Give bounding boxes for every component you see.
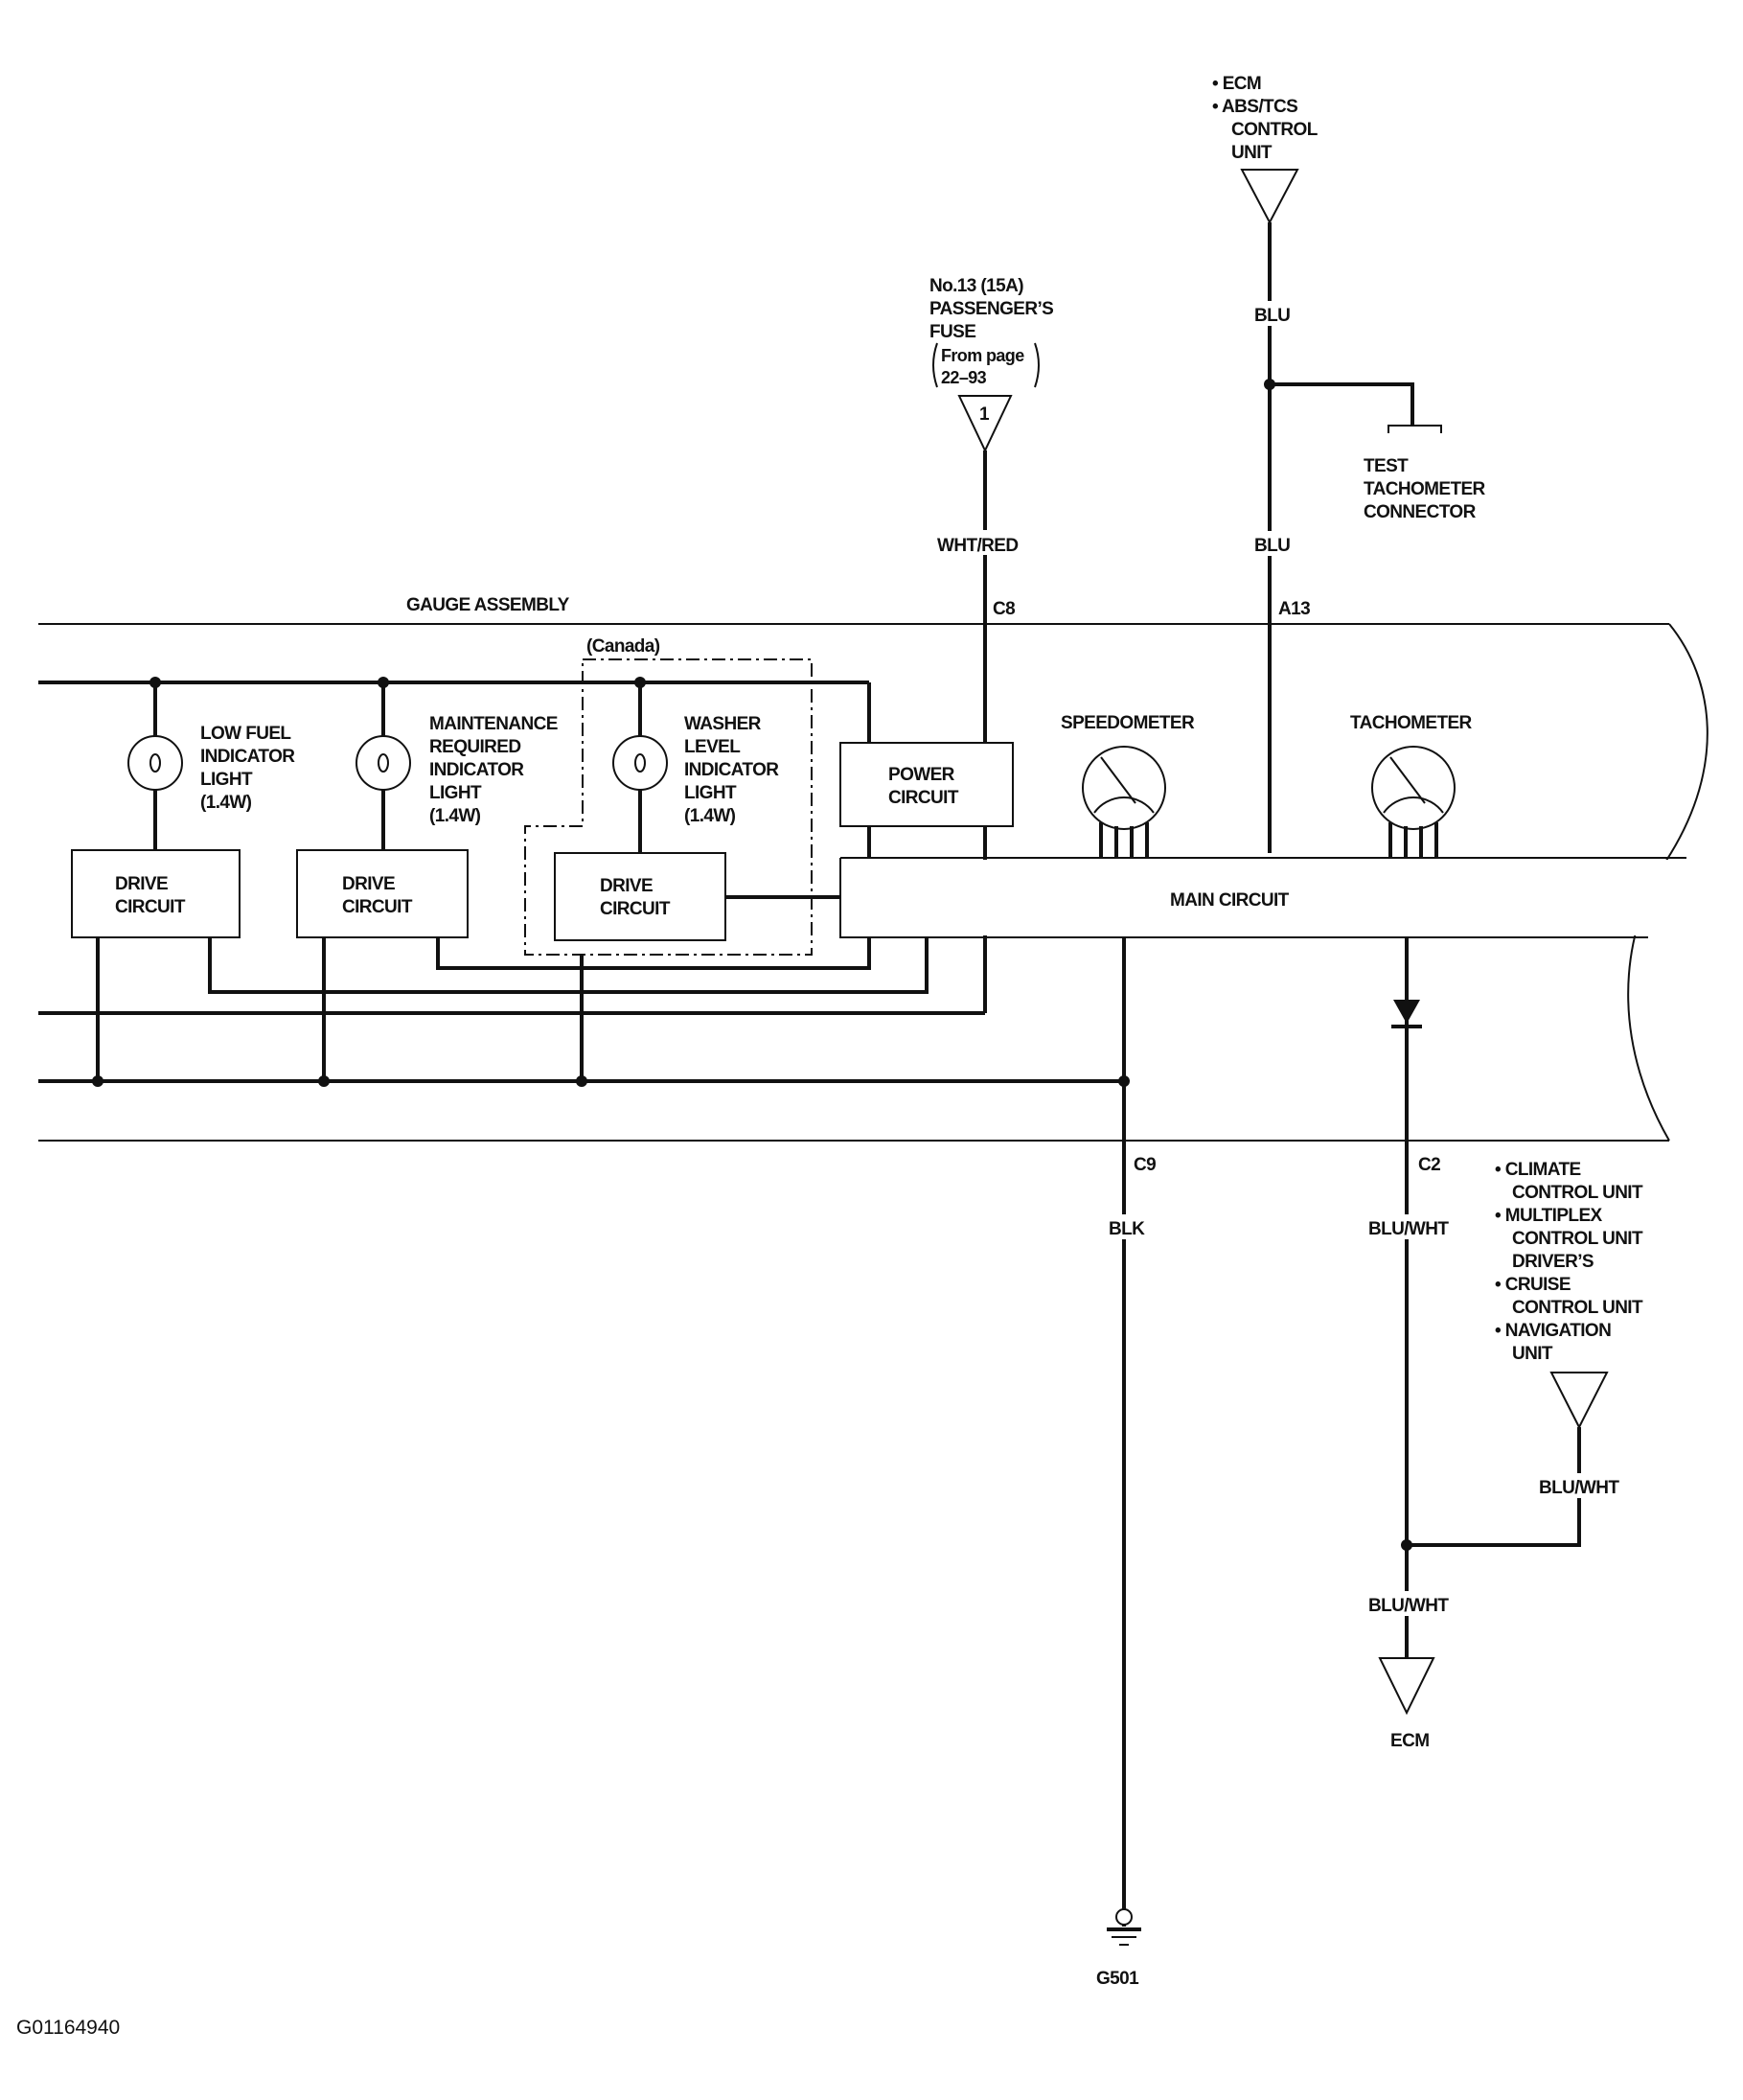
blu-wht-label-1: BLU/WHT	[1368, 1219, 1449, 1239]
low-fuel-label-4: (1.4W)	[200, 793, 252, 813]
blu-wht-label-2: BLU/WHT	[1539, 1478, 1619, 1498]
figure-id: G01164940	[16, 2017, 120, 2039]
washer-label-4: LIGHT	[684, 783, 737, 803]
drive-3-label-1: DRIVE	[600, 876, 653, 896]
fuse-line-2: PASSENGER’S	[929, 299, 1053, 319]
maintenance-light-label: MAINTENANCE REQUIRED INDICATOR LIGHT (1.…	[429, 714, 558, 826]
splice-dot-blu-wht	[1401, 1539, 1412, 1551]
wht-red-label: WHT/RED	[937, 536, 1018, 556]
blu-label-mid: BLU	[1254, 536, 1290, 556]
maint-label-2: REQUIRED	[429, 737, 521, 757]
drive-1-label-1: DRIVE	[115, 874, 168, 894]
canada-label: (Canada)	[586, 636, 660, 657]
speedometer-label: SPEEDOMETER	[1061, 713, 1195, 733]
drive-1-label-2: CIRCUIT	[115, 897, 186, 917]
climate-line-5: DRIVER’S	[1512, 1252, 1594, 1272]
climate-line-3: • MULTIPLEX	[1495, 1206, 1603, 1226]
ground-label: G501	[1096, 1969, 1139, 1989]
blk-label: BLK	[1109, 1219, 1145, 1239]
speedometer-gauge-icon	[1082, 746, 1166, 858]
blu-wht-label-3: BLU/WHT	[1368, 1596, 1449, 1616]
ecm-abs-line-4: UNIT	[1231, 143, 1273, 163]
ecm-bottom-connector-triangle	[1378, 1657, 1435, 1716]
pin-c9: C9	[1134, 1155, 1156, 1175]
washer-label-2: LEVEL	[684, 737, 741, 757]
climate-units-label: • CLIMATE CONTROL UNIT • MULTIPLEX CONTR…	[1495, 1160, 1644, 1364]
low-fuel-light-label: LOW FUEL INDICATOR LIGHT (1.4W)	[200, 724, 296, 813]
maintenance-bulb-icon	[355, 735, 411, 791]
fuse-from-page-2: 22–93	[941, 368, 987, 387]
ecm-bottom-label: ECM	[1390, 1731, 1429, 1751]
climate-connector-triangle	[1549, 1372, 1609, 1430]
blu-wht-branch-wire	[1407, 1427, 1581, 1547]
fuse-terminal-number: 1	[979, 404, 990, 425]
washer-label-1: WASHER	[684, 714, 762, 734]
test-label-3: CONNECTOR	[1364, 502, 1477, 522]
ecm-abs-line-2: • ABS/TCS	[1212, 97, 1297, 117]
tachometer-label: TACHOMETER	[1350, 713, 1473, 733]
maint-label-4: LIGHT	[429, 783, 482, 803]
ecm-abs-line-1: • ECM	[1212, 74, 1261, 94]
ground-icon	[1107, 1908, 1141, 1946]
power-circuit: POWER CIRCUIT	[839, 742, 1014, 827]
fuse-from-page-1: From page	[941, 346, 1024, 365]
drive-3-label-2: CIRCUIT	[600, 899, 671, 919]
climate-line-2: CONTROL UNIT	[1512, 1183, 1643, 1203]
low-fuel-bulb-icon	[127, 735, 183, 791]
climate-line-7: CONTROL UNIT	[1512, 1298, 1643, 1318]
climate-line-9: UNIT	[1512, 1344, 1553, 1364]
low-fuel-label-3: LIGHT	[200, 770, 253, 790]
climate-line-8: • NAVIGATION	[1495, 1321, 1611, 1341]
diode-icon	[1391, 1000, 1422, 1028]
ecm-abs-connector-triangle	[1240, 169, 1299, 225]
fuse-labels: No.13 (15A) PASSENGER’S FUSE From page 2…	[929, 276, 1054, 388]
pin-c8: C8	[993, 599, 1015, 619]
test-label-2: TACHOMETER	[1364, 479, 1486, 499]
test-connector-symbol	[1388, 425, 1442, 433]
drive-2-label-2: CIRCUIT	[342, 897, 413, 917]
drive-circuit-1: DRIVE CIRCUIT	[71, 849, 241, 938]
drive-circuit-2: DRIVE CIRCUIT	[296, 849, 469, 938]
pin-a13: A13	[1278, 599, 1310, 619]
maint-label-1: MAINTENANCE	[429, 714, 558, 734]
ecm-abs-line-3: CONTROL	[1231, 120, 1319, 140]
blu-label-top: BLU	[1254, 306, 1290, 326]
tachometer-gauge-icon	[1371, 746, 1456, 858]
drive-2-label-1: DRIVE	[342, 874, 395, 894]
fuse-line-3: FUSE	[929, 322, 975, 342]
maint-label-5: (1.4W)	[429, 806, 481, 826]
power-label-2: CIRCUIT	[888, 788, 959, 808]
washer-label-5: (1.4W)	[684, 806, 736, 826]
ecm-abs-labels: • ECM • ABS/TCS CONTROL UNIT	[1212, 74, 1319, 163]
low-fuel-label-2: INDICATOR	[200, 747, 295, 767]
washer-light-label: WASHER LEVEL INDICATOR LIGHT (1.4W)	[684, 714, 780, 826]
main-circuit-label: MAIN CIRCUIT	[1170, 890, 1290, 911]
power-label-1: POWER	[888, 765, 955, 785]
gauge-assembly-outline	[38, 623, 1709, 1142]
gauge-assembly-title: GAUGE ASSEMBLY	[406, 595, 570, 615]
fuse-line-1: No.13 (15A)	[929, 276, 1023, 296]
main-circuit: MAIN CIRCUIT	[839, 857, 1686, 938]
washer-bulb-icon	[612, 735, 668, 791]
washer-label-3: INDICATOR	[684, 760, 779, 780]
maint-label-3: INDICATOR	[429, 760, 524, 780]
climate-line-1: • CLIMATE	[1495, 1160, 1581, 1180]
low-fuel-label-1: LOW FUEL	[200, 724, 291, 744]
pin-c2: C2	[1418, 1155, 1440, 1175]
climate-line-4: CONTROL UNIT	[1512, 1229, 1643, 1249]
climate-line-6: • CRUISE	[1495, 1275, 1571, 1295]
test-label-1: TEST	[1364, 456, 1409, 476]
test-connector-label: TEST TACHOMETER CONNECTOR	[1364, 456, 1486, 522]
drive-circuit-3: DRIVE CIRCUIT	[554, 852, 726, 941]
fuse-connector-triangle	[957, 395, 1013, 453]
test-connector-wire	[1270, 382, 1414, 426]
canada-option-boundary	[524, 658, 813, 956]
